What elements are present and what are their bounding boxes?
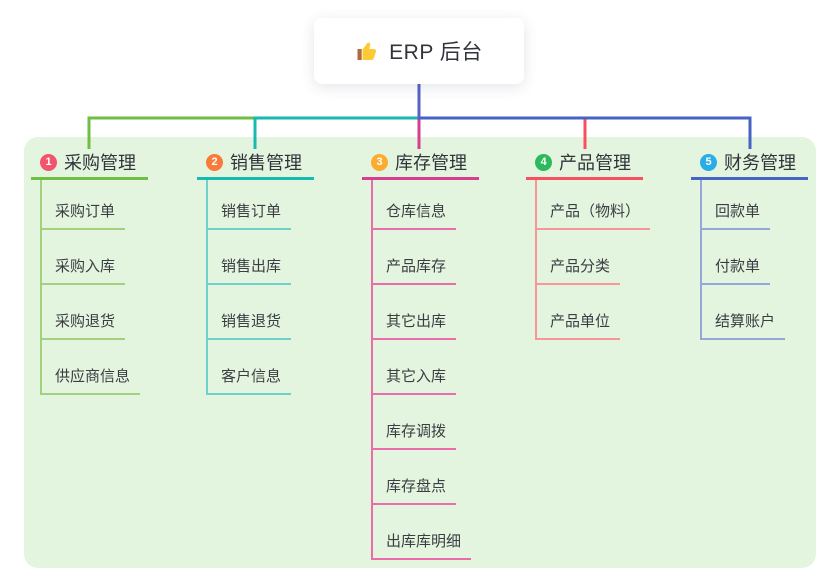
child-node[interactable]: 回款单 (702, 180, 785, 230)
child-node[interactable]: 采购订单 (42, 180, 140, 230)
child-node[interactable]: 销售出库 (208, 230, 292, 285)
child-node[interactable]: 库存盘点 (373, 450, 471, 505)
child-node-label: 出库库明细 (373, 530, 472, 560)
branch-number-badge: 4 (535, 153, 552, 171)
branch-children-list: 采购订单采购入库采购退货供应商信息 (40, 180, 141, 395)
branch-title-label: 财务管理 (724, 153, 796, 173)
child-node-label: 销售退货 (208, 310, 292, 340)
child-node-label: 供应商信息 (42, 365, 141, 395)
branch-column: 2 销售管理 销售订单销售出库销售退货客户信息 (197, 147, 314, 395)
branch-number-badge: 1 (40, 153, 57, 171)
root-node[interactable]: ERP 后台 (314, 18, 524, 84)
child-node[interactable]: 采购退货 (42, 285, 140, 340)
child-node[interactable]: 销售订单 (208, 180, 292, 230)
child-node[interactable]: 产品（物料） (537, 180, 651, 230)
child-node-label: 产品分类 (537, 255, 621, 285)
child-node[interactable]: 供应商信息 (42, 340, 141, 395)
branch-node[interactable]: 4 产品管理 (526, 147, 643, 180)
child-node-label: 采购入库 (42, 255, 126, 285)
child-node-label: 产品单位 (537, 310, 621, 340)
branch-node[interactable]: 1 采购管理 (31, 147, 148, 180)
child-node[interactable]: 产品单位 (537, 285, 650, 340)
child-node[interactable]: 仓库信息 (373, 180, 471, 230)
child-node-label: 销售订单 (208, 200, 292, 230)
branch-column: 4 产品管理 产品（物料） 产品分类产品单位 (526, 147, 651, 340)
child-node[interactable]: 其它入库 (373, 340, 471, 395)
child-node[interactable]: 产品库存 (373, 230, 471, 285)
branch-children-list: 回款单付款单结算账户 (700, 180, 786, 340)
child-node[interactable]: 销售退货 (208, 285, 292, 340)
branch-number-badge: 5 (700, 153, 717, 171)
branch-children-list: 销售订单销售出库销售退货客户信息 (206, 180, 292, 395)
child-node-label: 其它出库 (373, 310, 457, 340)
branch-number-badge: 2 (206, 153, 223, 171)
child-node[interactable]: 结算账户 (702, 285, 786, 340)
branch-children-list: 仓库信息产品库存其它出库其它入库库存调拨库存盘点出库库明细 (371, 180, 472, 560)
child-node-label: 销售出库 (208, 255, 292, 285)
branch-column: 5 财务管理 回款单付款单结算账户 (691, 147, 808, 340)
child-node-label: 其它入库 (373, 365, 457, 395)
branch-number-badge: 3 (371, 153, 388, 171)
branch-children-list: 产品（物料） 产品分类产品单位 (535, 180, 651, 340)
branch-title-label: 销售管理 (230, 153, 302, 173)
child-node-label: 客户信息 (208, 365, 292, 395)
branch-title-label: 采购管理 (64, 153, 136, 173)
thumbs-up-icon (355, 39, 379, 63)
branches-panel (24, 137, 816, 568)
branch-title-label: 库存管理 (395, 153, 467, 173)
child-node-label: 产品库存 (373, 255, 457, 285)
branch-node[interactable]: 5 财务管理 (691, 147, 808, 180)
child-node[interactable]: 出库库明细 (373, 505, 472, 560)
child-node-label: 库存调拨 (373, 420, 457, 450)
child-node[interactable]: 付款单 (702, 230, 785, 285)
child-node[interactable]: 采购入库 (42, 230, 140, 285)
child-node[interactable]: 库存调拨 (373, 395, 471, 450)
branch-node[interactable]: 3 库存管理 (362, 147, 479, 180)
branch-column: 1 采购管理 采购订单采购入库采购退货供应商信息 (31, 147, 148, 395)
child-node[interactable]: 其它出库 (373, 285, 471, 340)
child-node-label: 付款单 (702, 255, 771, 285)
child-node-label: 仓库信息 (373, 200, 457, 230)
branch-column: 3 库存管理 仓库信息产品库存其它出库其它入库库存调拨库存盘点出库库明细 (362, 147, 479, 560)
child-node-label: 产品（物料） (537, 200, 651, 230)
branch-title-label: 产品管理 (559, 153, 631, 173)
child-node-label: 回款单 (702, 200, 771, 230)
child-node-label: 库存盘点 (373, 475, 457, 505)
child-node[interactable]: 客户信息 (208, 340, 292, 395)
child-node-label: 采购订单 (42, 200, 126, 230)
root-node-label: ERP 后台 (389, 41, 483, 64)
child-node-label: 采购退货 (42, 310, 126, 340)
branch-node[interactable]: 2 销售管理 (197, 147, 314, 180)
child-node-label: 结算账户 (702, 310, 786, 340)
child-node[interactable]: 产品分类 (537, 230, 650, 285)
